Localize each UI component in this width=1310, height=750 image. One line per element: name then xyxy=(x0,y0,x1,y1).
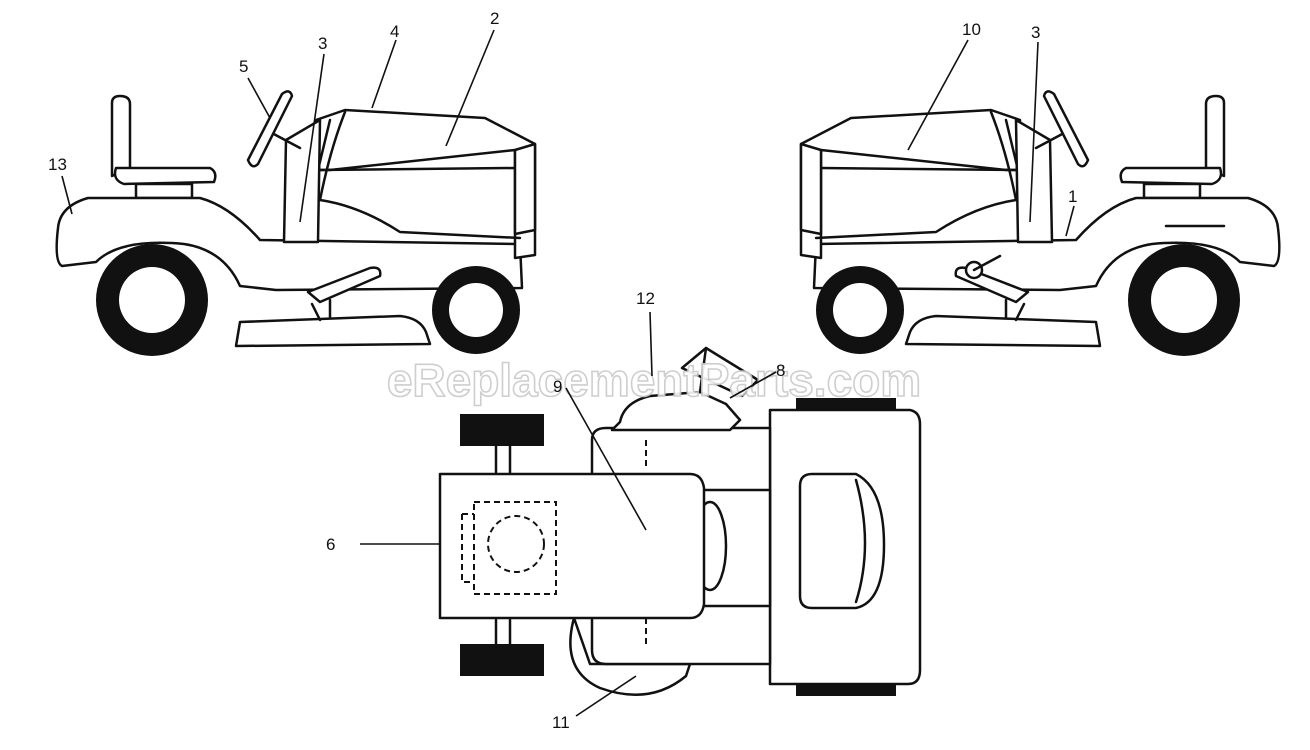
rear-wheel-rim xyxy=(1151,267,1217,333)
hood-top xyxy=(438,472,706,620)
seat-top-inner xyxy=(854,478,867,604)
callout-13: 13 xyxy=(48,155,67,174)
engine-outline xyxy=(473,501,557,595)
leader-2 xyxy=(445,29,495,147)
callout-4: 4 xyxy=(390,22,399,41)
lift-lever xyxy=(964,254,1002,280)
grille xyxy=(799,142,823,236)
leader-4 xyxy=(371,39,397,109)
seat-top xyxy=(798,472,886,610)
tractor-right-side-view xyxy=(799,90,1281,356)
seat-cushion xyxy=(1119,166,1223,186)
fuel-panel-edge xyxy=(698,346,708,394)
dash-tower xyxy=(282,118,322,244)
seat-back xyxy=(110,94,132,178)
tractor-left-side-view xyxy=(55,90,537,356)
callout-11: 11 xyxy=(552,713,570,732)
watermark: eReplacementParts.com xyxy=(387,354,921,406)
deck-hanger xyxy=(310,298,332,322)
leader-9 xyxy=(565,387,647,531)
seat-base xyxy=(134,182,194,200)
engine-side xyxy=(461,513,474,583)
leader-3-right xyxy=(1029,41,1039,223)
steering-wheel xyxy=(1042,90,1090,168)
leader-8 xyxy=(729,371,777,399)
callout-3-right: 3 xyxy=(1031,23,1040,42)
callout-8: 8 xyxy=(776,361,785,380)
rear-fender xyxy=(812,196,1281,292)
leader-3-left xyxy=(299,53,325,223)
callout-10: 10 xyxy=(962,20,981,39)
hood-lower-edge xyxy=(814,166,1020,240)
rear-fender xyxy=(55,196,524,292)
rear-left-tire xyxy=(796,398,896,412)
callout-2: 2 xyxy=(490,9,499,28)
callout-5: 5 xyxy=(239,57,248,76)
callout-3-left: 3 xyxy=(318,34,327,53)
seat-cushion xyxy=(113,166,217,186)
deck-hanger xyxy=(1004,298,1026,322)
mower-deck xyxy=(904,314,1102,348)
seat-base xyxy=(1142,182,1202,200)
front-left-tire xyxy=(460,414,544,446)
tractor-top-view xyxy=(438,346,922,696)
callout-12: 12 xyxy=(636,289,655,308)
front-wheel-rim xyxy=(833,283,887,337)
leader-1 xyxy=(1065,205,1075,237)
callout-1: 1 xyxy=(1068,187,1077,206)
steering-column xyxy=(268,130,302,150)
callout-9: 9 xyxy=(553,377,562,396)
leader-11 xyxy=(575,675,637,717)
fuel-tank xyxy=(610,390,742,432)
front-axle xyxy=(494,444,512,646)
hood xyxy=(799,108,1022,260)
rear-right-tire xyxy=(796,682,896,696)
leader-12 xyxy=(649,311,653,377)
steering-wheel xyxy=(246,90,294,168)
leader-10 xyxy=(907,39,969,151)
callout-6: 6 xyxy=(326,535,335,554)
leader-13 xyxy=(61,175,73,215)
callout-labels: 13 5 3 4 2 10 3 1 12 8 9 6 11 xyxy=(48,9,1077,732)
grille xyxy=(513,142,537,236)
front-right-tire xyxy=(460,644,544,676)
footrest xyxy=(306,266,382,304)
seat-back xyxy=(1204,94,1226,178)
dash-tower xyxy=(1014,118,1054,244)
callout-leaders xyxy=(61,29,1075,717)
discharge-chute xyxy=(569,616,692,696)
steering-column xyxy=(1034,130,1068,150)
hood xyxy=(314,108,537,260)
fuel-cap-panel xyxy=(680,346,760,398)
rear-wheel-rim xyxy=(119,267,185,333)
mower-deck xyxy=(234,314,432,348)
hood-lower-edge xyxy=(316,166,522,240)
front-wheel-rim xyxy=(449,283,503,337)
engine-flywheel xyxy=(487,515,545,573)
leader-5 xyxy=(247,77,271,119)
